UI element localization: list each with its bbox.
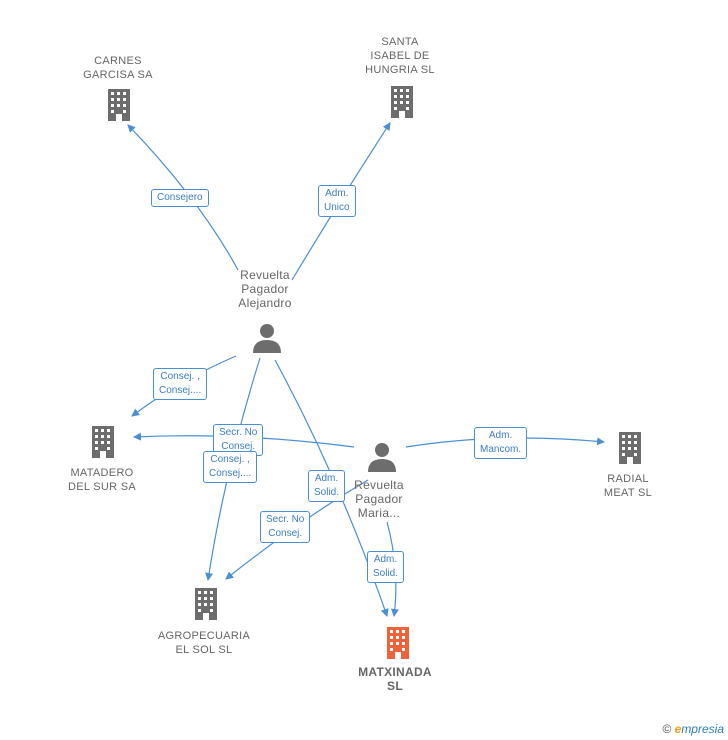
watermark: © empresia [662, 722, 724, 736]
node-label-alejandro[interactable]: Revuelta Pagador Alejandro [238, 268, 292, 310]
building-icon-santa[interactable] [387, 85, 417, 119]
node-label-santa[interactable]: SANTA ISABEL DE HUNGRIA SL [365, 36, 435, 76]
person-icon-maria[interactable] [367, 442, 397, 472]
building-icon-matxinada[interactable] [383, 626, 413, 660]
building-icon-radial[interactable] [615, 431, 645, 465]
edge-label-consejero[interactable]: Consejero [151, 189, 209, 207]
node-label-matxinada[interactable]: MATXINADA SL [358, 665, 432, 693]
node-label-agropecuaria[interactable]: AGROPECUARIA EL SOL SL [157, 630, 251, 656]
edge-label-consej-matadero[interactable]: Consej. , Consej.... [153, 368, 208, 400]
edge-label-adm-mancom[interactable]: Adm. Mancom. [474, 427, 528, 459]
node-label-radial[interactable]: RADIAL MEAT SL [603, 473, 653, 499]
copyright-icon: © [662, 722, 672, 736]
edge-label-consej-agro[interactable]: Consej. , Consej.... [203, 451, 258, 483]
edge-label-adm-unico[interactable]: Adm. Unico [318, 185, 356, 217]
building-icon-agropecuaria[interactable] [191, 587, 221, 621]
node-label-matadero[interactable]: MATADERO DEL SUR SA [67, 467, 136, 493]
edge-label-secr-matadero[interactable]: Secr. No Consej. [213, 424, 264, 456]
node-label-maria[interactable]: Revuelta Pagador Maria... [354, 478, 404, 520]
edge-label-adm-solid-2[interactable]: Adm. Solid. [367, 551, 405, 583]
brand-logo: empresia [674, 722, 724, 736]
person-icon-alejandro[interactable] [252, 323, 282, 353]
building-icon-carnes[interactable] [104, 88, 134, 122]
edge-label-secr-agro[interactable]: Secr. No Consej. [260, 511, 311, 543]
building-icon-matadero[interactable] [88, 425, 118, 459]
edge-label-adm-solid-1[interactable]: Adm. Solid. [308, 470, 346, 502]
node-label-carnes[interactable]: CARNES GARCISA SA [83, 55, 153, 81]
